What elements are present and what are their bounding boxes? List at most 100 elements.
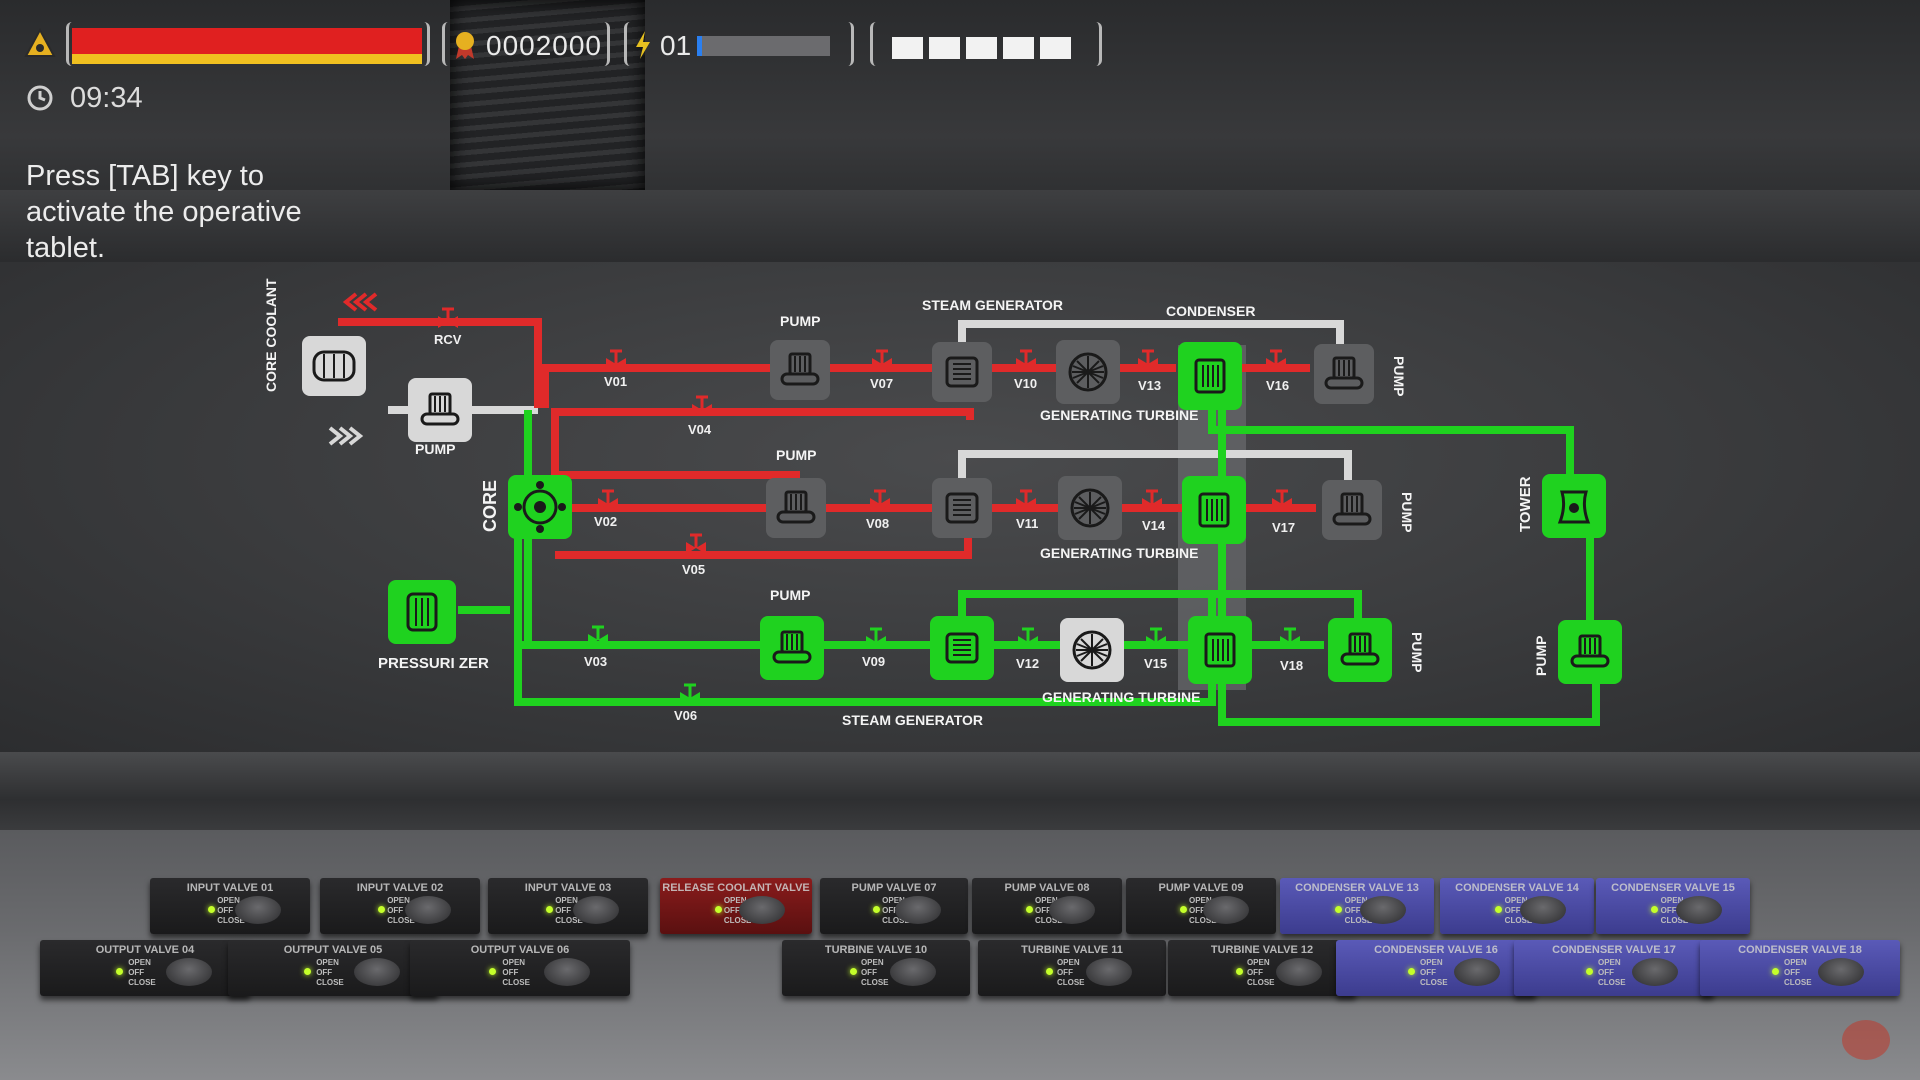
condenser-pump-row2[interactable] bbox=[1322, 480, 1382, 540]
valve-knob[interactable] bbox=[405, 896, 452, 924]
core-coolant-label: CORE COOLANT bbox=[263, 278, 279, 392]
valve-knob[interactable] bbox=[1049, 896, 1095, 924]
turbine-row3-label: GENERATING TURBINE bbox=[1042, 689, 1200, 705]
turbine-row3[interactable] bbox=[1060, 618, 1124, 682]
valve-option-label: OPEN bbox=[1246, 958, 1270, 967]
valve-knob[interactable] bbox=[738, 896, 785, 924]
valve-panel-title: OUTPUT VALVE 04 bbox=[95, 944, 195, 956]
turbine-row1[interactable] bbox=[1056, 340, 1120, 404]
pressurizer[interactable] bbox=[388, 580, 456, 644]
valve-panel-title: PUMP VALVE 09 bbox=[1158, 882, 1244, 894]
status-led-icon bbox=[1180, 906, 1187, 913]
valve-knob[interactable] bbox=[890, 958, 937, 986]
steam-generator-row3[interactable] bbox=[930, 616, 994, 680]
ceiling-vent bbox=[450, 0, 645, 190]
status-led-icon bbox=[1335, 906, 1343, 913]
valve-knob[interactable] bbox=[895, 896, 942, 924]
turbine-row2-label: GENERATING TURBINE bbox=[1040, 545, 1198, 561]
valve-option-label: OFF bbox=[316, 968, 333, 977]
valve-option-label: CLOSE bbox=[1598, 978, 1626, 987]
valve-panel-title: INPUT VALVE 03 bbox=[524, 882, 612, 894]
status-led-icon bbox=[303, 968, 311, 975]
valve-option-label: CLOSE bbox=[217, 916, 245, 925]
coolant-pump[interactable] bbox=[408, 378, 472, 442]
valve-knob[interactable] bbox=[544, 958, 591, 986]
valve-knob[interactable] bbox=[1818, 958, 1864, 986]
valve-knob[interactable] bbox=[354, 958, 401, 986]
valve-knob[interactable] bbox=[166, 958, 213, 986]
condenser-row1[interactable] bbox=[1178, 342, 1242, 410]
steam-generator-row1[interactable] bbox=[932, 342, 992, 402]
score-counter: 0002000 bbox=[486, 30, 603, 61]
valve-v08-label: V08 bbox=[866, 516, 889, 531]
status-led-icon bbox=[1586, 968, 1593, 975]
cooling-tower[interactable] bbox=[1542, 474, 1606, 538]
energy-meter-fill bbox=[697, 36, 703, 56]
reactor-core[interactable] bbox=[508, 475, 572, 539]
valve-knob[interactable] bbox=[1276, 958, 1323, 986]
valve-panel-title: OUTPUT VALVE 06 bbox=[470, 944, 570, 956]
energy-count: 01 bbox=[660, 30, 692, 61]
timer: 09:34 bbox=[70, 82, 143, 114]
status-led-icon bbox=[545, 906, 553, 913]
valve-knob[interactable] bbox=[1520, 896, 1567, 924]
inventory-slot bbox=[892, 37, 923, 59]
valve-knob[interactable] bbox=[1360, 896, 1407, 924]
pump-row1-label: PUMP bbox=[780, 313, 820, 329]
pump-row3[interactable] bbox=[760, 616, 824, 680]
status-led-icon bbox=[1495, 906, 1503, 913]
pump-row2[interactable] bbox=[766, 478, 826, 538]
status-led-icon bbox=[377, 906, 385, 913]
pump-row1[interactable] bbox=[770, 340, 830, 400]
energy-meter bbox=[697, 36, 830, 56]
steam-generator-row2[interactable] bbox=[932, 478, 992, 538]
condenser-row3[interactable] bbox=[1188, 616, 1252, 684]
pressurizer-label: PRESSURI ZER bbox=[378, 655, 489, 672]
valve-knob[interactable] bbox=[573, 896, 620, 924]
valve-knob[interactable] bbox=[1676, 896, 1723, 924]
turbine-row2[interactable] bbox=[1058, 476, 1122, 540]
condenser-pump-row1[interactable] bbox=[1314, 344, 1374, 404]
valve-knob[interactable] bbox=[235, 896, 282, 924]
valve-knob[interactable] bbox=[1203, 896, 1249, 924]
valve-knob[interactable] bbox=[1454, 958, 1500, 986]
valve-panel-title: TURBINE VALVE 12 bbox=[1210, 944, 1314, 956]
valve-v11-label: V11 bbox=[1016, 516, 1038, 531]
condenser-row2[interactable] bbox=[1182, 476, 1246, 544]
status-led-icon bbox=[1772, 968, 1779, 975]
valve-knob[interactable] bbox=[1086, 958, 1133, 986]
condenser-pump-row3[interactable] bbox=[1328, 618, 1392, 682]
valve-panel-title: CONDENSER VALVE 16 bbox=[1374, 944, 1498, 956]
valve-v10-label: V10 bbox=[1014, 376, 1037, 391]
warning-icon bbox=[24, 28, 56, 57]
valve-knob[interactable] bbox=[1632, 958, 1678, 986]
valve-panel-title: OUTPUT VALVE 05 bbox=[283, 944, 383, 956]
valve-option-label: OFF bbox=[1784, 968, 1800, 977]
valve-option-label: CLOSE bbox=[1189, 916, 1217, 925]
tower-pump[interactable] bbox=[1558, 620, 1622, 684]
